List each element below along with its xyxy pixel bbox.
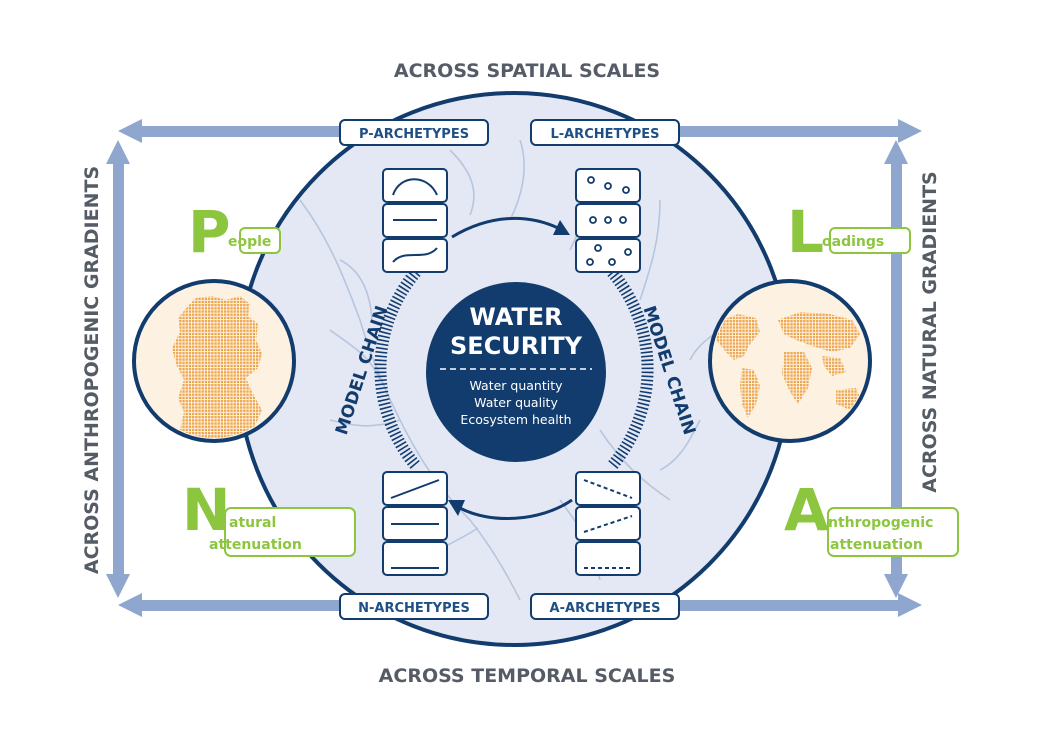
natural-letter: N [182, 476, 231, 544]
model-chain-right-arc [607, 268, 654, 470]
a-archetypes-label: A-ARCHETYPES [550, 601, 661, 616]
top-right-arrow [680, 119, 922, 143]
p-archetype-stack [382, 168, 448, 273]
l-archetypes-label: L-ARCHETYPES [550, 127, 659, 142]
germany-shape [172, 296, 262, 438]
l-archetypes-box: L-ARCHETYPES [530, 119, 680, 146]
temporal-scales-label: ACROSS TEMPORAL SCALES [379, 665, 676, 687]
center-item-quantity: Water quantity [469, 378, 563, 393]
people-factor: P eople [188, 198, 281, 266]
natural-gradients-label: ACROSS NATURAL GRADIENTS [919, 171, 941, 492]
frame-arrows [106, 119, 922, 617]
center-title-line1: WATER [469, 303, 562, 331]
germany-map-globe [132, 279, 296, 443]
spatial-scales-label: ACROSS SPATIAL SCALES [394, 60, 660, 82]
anthropogenic-gradients-label: ACROSS ANTHROPOGENIC GRADIENTS [81, 166, 103, 574]
n-archetype-stack [382, 471, 448, 576]
loadings-factor: L oadings [787, 198, 911, 266]
anthropogenic-attenuation-factor: A nthropogenic attenuation [784, 476, 959, 557]
n-archetypes-label: N-ARCHETYPES [358, 601, 470, 616]
center-item-ecosystem: Ecosystem health [460, 412, 571, 427]
anthropogenic-word-line1: nthropogenic [828, 515, 933, 531]
world-map-globe [708, 279, 872, 443]
bottom-right-arrow [680, 593, 922, 617]
left-vertical-arrow [106, 140, 130, 598]
p-archetypes-box: P-ARCHETYPES [339, 119, 489, 146]
a-archetypes-box: A-ARCHETYPES [530, 593, 680, 620]
water-security-center [426, 282, 606, 462]
loadings-word: oadings [822, 234, 884, 250]
l-archetype-stack [575, 168, 641, 273]
anthropogenic-letter: A [784, 476, 829, 544]
a-archetype-stack [575, 471, 641, 576]
natural-attenuation-factor: N atural attenuation [182, 476, 356, 557]
center-item-quality: Water quality [474, 395, 558, 410]
p-archetypes-label: P-ARCHETYPES [359, 127, 469, 142]
center-title-line2: SECURITY [450, 332, 583, 360]
bottom-left-arrow [118, 593, 340, 617]
n-archetypes-box: N-ARCHETYPES [339, 593, 489, 620]
top-flow-arrow [451, 216, 570, 239]
loadings-letter: L [787, 198, 824, 266]
model-chain-left-arc [374, 268, 421, 470]
right-vertical-arrow [884, 140, 908, 598]
natural-word-line1: atural [229, 515, 276, 531]
people-letter: P [188, 198, 231, 266]
natural-word-line2: attenuation [209, 537, 302, 553]
people-word: eople [228, 234, 271, 250]
bottom-flow-arrow [448, 498, 573, 520]
anthropogenic-word-line2: attenuation [830, 537, 923, 553]
top-left-arrow [118, 119, 340, 143]
